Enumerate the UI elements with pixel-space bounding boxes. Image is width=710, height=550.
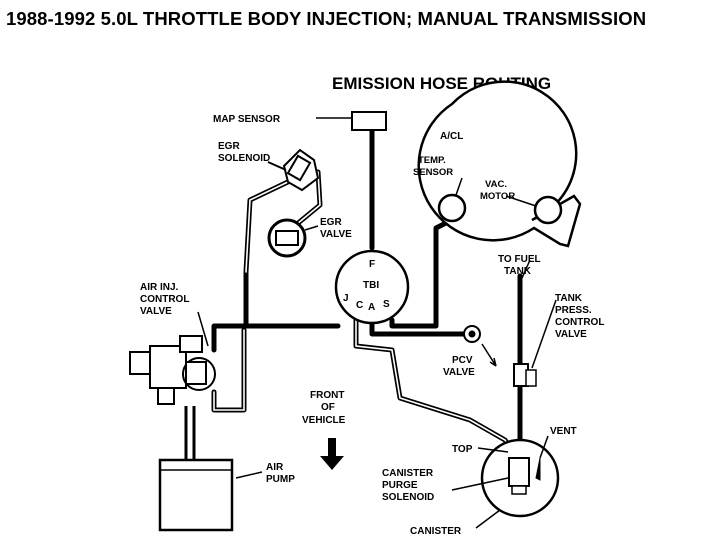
top-label: TOP xyxy=(452,444,473,455)
tank-press-label-4: VALVE xyxy=(555,329,587,340)
air-injection-control-valve xyxy=(129,311,216,405)
tank-pressure-control-valve xyxy=(513,259,557,387)
canister-purge-label-2: PURGE xyxy=(382,480,418,491)
tbi-label: TBI xyxy=(363,280,379,291)
air-pump-label-2: PUMP xyxy=(266,474,295,485)
canister-purge-label-1: CANISTER xyxy=(382,468,434,479)
hose-pcv xyxy=(369,319,473,337)
to-fuel-tank-label-2: TANK xyxy=(504,266,532,277)
pcv-label-2: VALVE xyxy=(443,367,475,378)
to-fuel-tank-label-1: TO FUEL xyxy=(498,254,541,265)
tbi-port-a: A xyxy=(368,302,375,313)
tank-press-label-2: PRESS. xyxy=(555,305,592,316)
pcv-valve xyxy=(463,325,497,367)
hose-temp-sensor xyxy=(389,219,451,329)
egr-solenoid-label-2: SOLENOID xyxy=(218,153,270,164)
hose-air-inj-loop xyxy=(211,327,247,413)
egr-solenoid-label-1: EGR xyxy=(218,141,240,152)
tbi-port-c: C xyxy=(356,300,363,311)
egr-solenoid xyxy=(267,148,320,192)
air-inj-label-3: VALVE xyxy=(140,306,172,317)
air-cleaner xyxy=(417,80,582,248)
canister-label: CANISTER xyxy=(410,526,462,537)
air-inj-label-2: CONTROL xyxy=(140,294,189,305)
air-pump xyxy=(158,406,263,532)
pcv-label-1: PCV xyxy=(452,355,473,366)
hose-air-inj xyxy=(211,323,249,353)
page-title: 1988-1992 5.0L THROTTLE BODY INJECTION; … xyxy=(6,8,647,29)
temp-sensor-label-2: SENSOR xyxy=(413,167,453,178)
vac-motor-label-1: VAC. xyxy=(485,179,507,190)
hose-canister xyxy=(353,317,519,461)
tank-press-label-1: TANK xyxy=(555,293,583,304)
acl-label: A/CL xyxy=(440,131,463,142)
vent-label: VENT xyxy=(550,426,577,437)
egr-valve-label-1: EGR xyxy=(320,217,342,228)
tbi-port-f: F xyxy=(369,259,375,270)
vac-motor-label-2: MOTOR xyxy=(480,191,515,202)
map-sensor xyxy=(316,111,387,131)
tbi-port-j: J xyxy=(343,293,349,304)
air-pump-label-1: AIR xyxy=(266,462,284,473)
egr-valve xyxy=(267,218,319,258)
front-of-vehicle-arrow xyxy=(320,438,344,470)
canister-purge-label-3: SOLENOID xyxy=(382,492,434,503)
front-label-3: VEHICLE xyxy=(302,415,346,426)
front-label-1: FRONT xyxy=(310,390,344,401)
air-inj-label-1: AIR INJ. xyxy=(140,282,179,293)
map-sensor-label: MAP SENSOR xyxy=(213,114,281,125)
egr-valve-label-2: VALVE xyxy=(320,229,352,240)
temp-sensor-label-1: TEMP. xyxy=(418,155,446,166)
canister xyxy=(451,435,560,529)
throttle-body-injection xyxy=(334,249,410,325)
tank-press-label-3: CONTROL xyxy=(555,317,604,328)
front-label-2: OF xyxy=(321,402,335,413)
hose-egr-valve xyxy=(243,269,341,329)
tbi-port-s: S xyxy=(383,299,390,310)
